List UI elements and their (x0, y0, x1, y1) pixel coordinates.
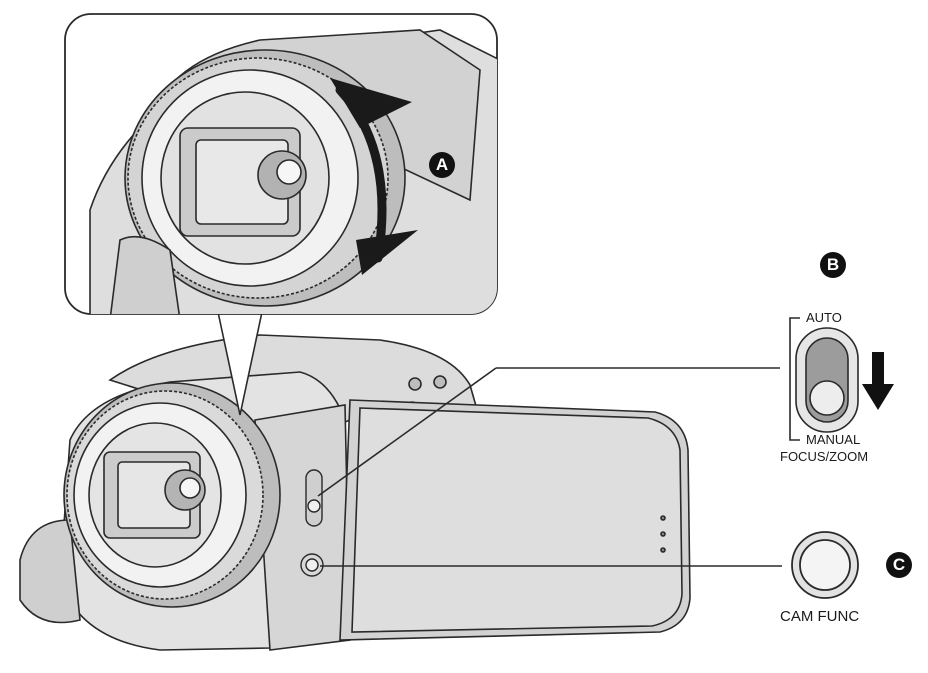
switch-manual-label: MANUAL (806, 432, 861, 447)
focus-switch-detail (789, 317, 859, 441)
body-switch-small (305, 469, 323, 527)
callout-a-badge: A (429, 152, 455, 178)
callout-b-badge: B (820, 252, 846, 278)
lcd-screen (339, 399, 691, 641)
zoom-inset (64, 13, 498, 416)
body-cam-func-small (300, 553, 324, 577)
cam-func-label: CAM FUNC (780, 608, 860, 625)
cam-func-button-detail (791, 531, 859, 599)
switch-focus-zoom-label: FOCUS/ZOOM (780, 449, 869, 464)
rotate-arrow-head-top (330, 78, 412, 128)
switch-auto-label: AUTO (806, 310, 842, 325)
callout-c-badge: C (886, 552, 912, 578)
slide-down-arrow-icon (862, 352, 894, 410)
camcorder-lens (63, 382, 281, 608)
leader-lines (317, 367, 782, 567)
rotate-arrow-head-bottom (356, 230, 418, 275)
